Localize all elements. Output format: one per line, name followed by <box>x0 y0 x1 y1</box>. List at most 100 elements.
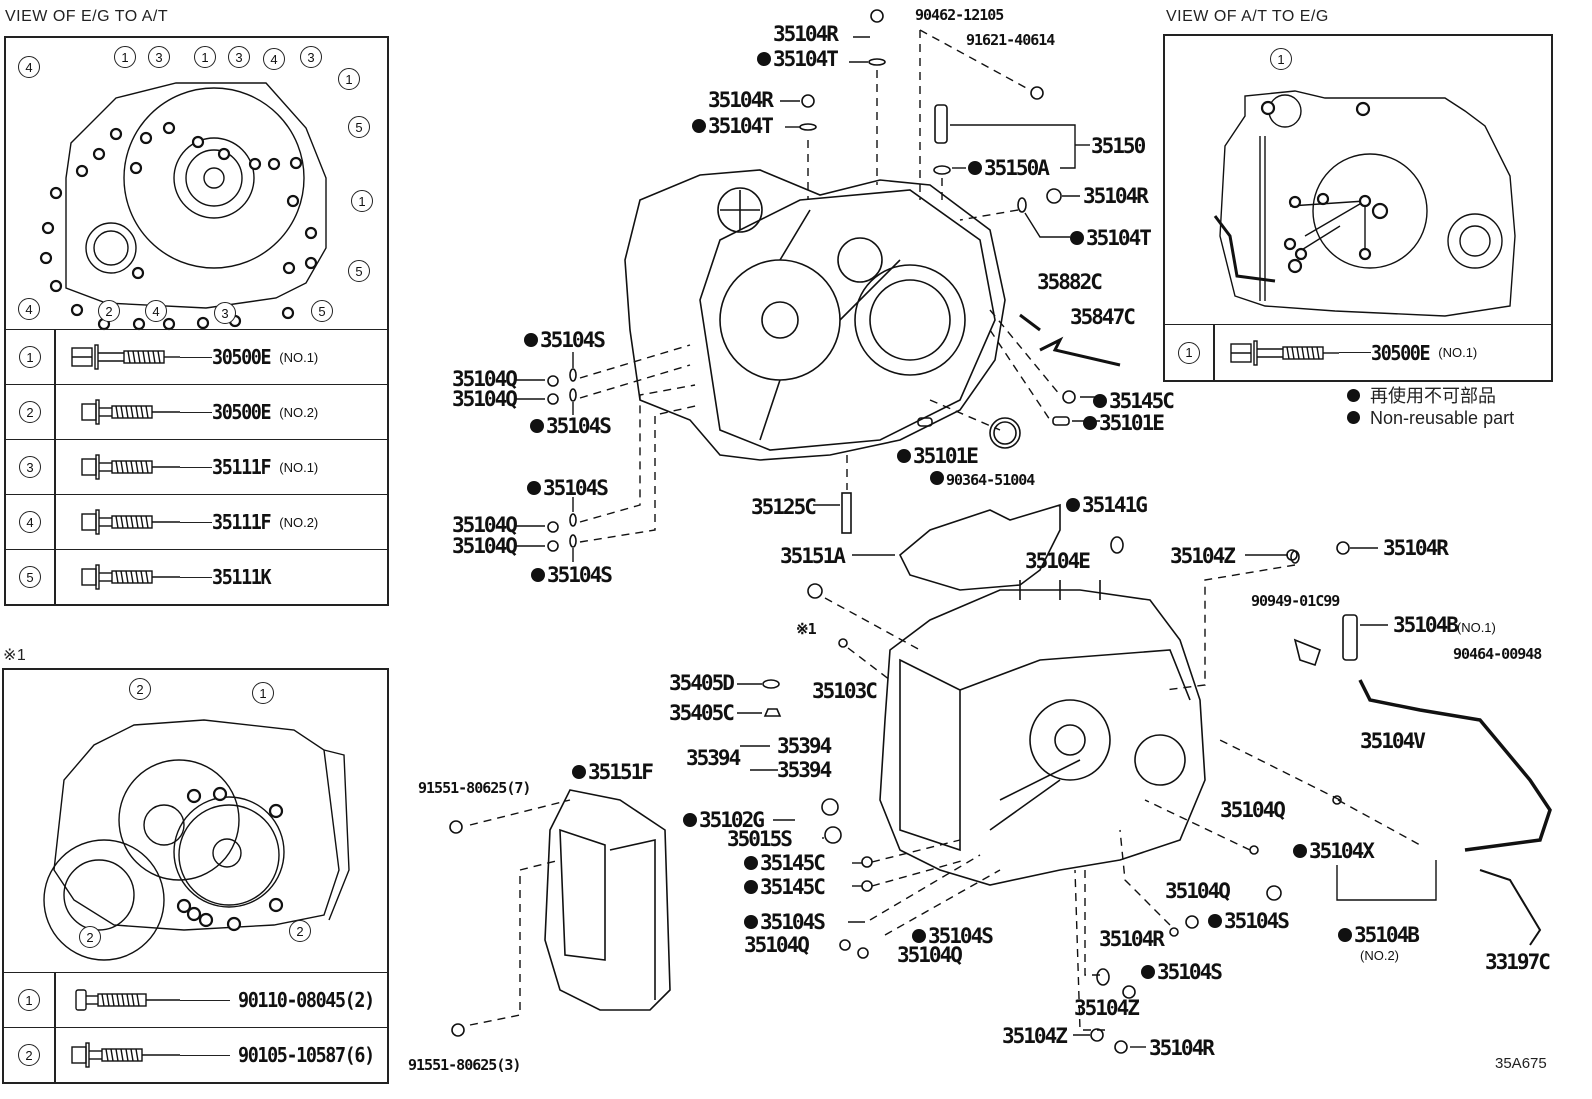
part-number: ※1 <box>796 620 817 638</box>
part-label[interactable]: 35104S <box>1141 962 1223 983</box>
part-number: 35104R <box>1099 927 1165 951</box>
callout-1: 1 <box>338 68 360 90</box>
callout-5: 5 <box>311 300 333 322</box>
part-label[interactable]: 35104T <box>757 47 839 71</box>
part-label[interactable]: 35104S <box>524 330 606 351</box>
callout-4: 4 <box>18 298 40 320</box>
part-number: 35103C <box>812 679 878 703</box>
non-reusable-dot-icon <box>744 880 758 894</box>
callout-3: 3 <box>214 302 236 324</box>
non-reusable-dot-icon <box>897 449 911 463</box>
callout-1: 1 <box>1270 48 1292 70</box>
eg-to-at-view-panel: 4 1 3 1 3 4 3 1 5 1 5 4 2 4 3 5 1 30500E… <box>4 36 389 606</box>
part-number: 35394 <box>777 734 832 758</box>
part-label[interactable]: 35104S <box>531 565 613 586</box>
part-label[interactable]: 35104R <box>1083 186 1149 207</box>
part-label[interactable]: 35104Z <box>1074 998 1140 1019</box>
part-label[interactable]: 35104R <box>1149 1038 1215 1059</box>
part-label[interactable]: 35101E <box>897 446 979 467</box>
part-number: 35151A <box>780 544 846 568</box>
part-number: 35145C <box>760 851 826 875</box>
part-number: 35125C <box>751 495 817 519</box>
part-label[interactable]: 35145C <box>744 877 826 898</box>
part-number: 35847C <box>1070 305 1136 329</box>
part-label[interactable]: 35125C <box>751 495 817 519</box>
part-label[interactable]: 91621-40614 <box>966 33 1055 48</box>
non-reusable-dot-icon <box>1141 965 1155 979</box>
part-label[interactable]: 35104B(NO.2) <box>1338 925 1420 962</box>
part-note: (NO.1) <box>1456 620 1496 635</box>
part-label[interactable]: 35145C <box>744 851 826 875</box>
part-label[interactable]: 35150 <box>1091 134 1146 158</box>
bolt-icon <box>1230 339 1339 366</box>
part-label[interactable]: 35150A <box>968 158 1050 179</box>
part-label[interactable]: 35104S <box>530 416 612 437</box>
part-label[interactable]: 35104Q <box>452 369 518 390</box>
transaxle-housing-illustration <box>624 169 1006 461</box>
part-label[interactable]: 35394 <box>777 734 832 758</box>
bolt-number: 4 <box>19 511 41 533</box>
at-to-eg-view-panel: 1 1 30500E(NO.1) <box>1163 34 1553 382</box>
part-label[interactable]: 35104R <box>708 90 774 111</box>
callout-1: 1 <box>114 46 136 68</box>
part-label[interactable]: 90464-00948 <box>1453 647 1542 662</box>
bolt-row-1: 1 30500E(NO.1) <box>1165 324 1551 380</box>
part-label[interactable]: 90949-01C99 <box>1251 594 1340 609</box>
part-label[interactable]: 35104E <box>1025 551 1091 572</box>
part-label[interactable]: 35394 <box>686 748 741 769</box>
part-label[interactable]: 35104S <box>912 926 994 947</box>
part-label[interactable]: 35104B(NO.1) <box>1393 615 1496 636</box>
bolt-row-4: 4 35111F(NO.2) <box>6 494 387 549</box>
part-label[interactable]: 90462-12105 <box>915 8 1004 23</box>
bolt-number: 1 <box>1178 341 1200 364</box>
part-label[interactable]: 35015S <box>727 827 793 851</box>
part-label[interactable]: 35104Q <box>1220 800 1286 821</box>
part-number: 91551-80625(7) <box>418 779 531 797</box>
part-label[interactable]: 35104R <box>1099 927 1165 951</box>
part-label[interactable]: 35104R <box>1383 538 1449 559</box>
non-reusable-dot-icon <box>757 52 771 66</box>
part-label[interactable]: 35882C <box>1037 272 1103 293</box>
part-label[interactable]: 35104Q <box>452 515 518 536</box>
bolt-part-number: 30500E <box>1371 340 1431 365</box>
part-label[interactable]: 35847C <box>1070 305 1136 329</box>
part-label[interactable]: 35104Q <box>452 389 518 410</box>
part-label[interactable]: 35104R <box>773 24 839 45</box>
part-label[interactable]: 35104V <box>1360 731 1426 752</box>
part-label[interactable]: 90364-51004 <box>930 471 1035 488</box>
part-label[interactable]: 35151F <box>572 762 654 783</box>
part-label[interactable]: 35104Z <box>1170 546 1236 567</box>
part-label[interactable]: 35104Q <box>1165 881 1231 902</box>
non-reusable-dot-icon <box>683 813 697 827</box>
part-label[interactable]: 35405D <box>669 673 735 694</box>
part-number: 35104T <box>773 47 839 71</box>
part-label[interactable]: 35103C <box>812 679 878 703</box>
part-label[interactable]: 35104X <box>1293 841 1375 862</box>
bolt-row-3: 3 35111F(NO.1) <box>6 439 387 494</box>
eg-to-at-bolt-table: 1 30500E(NO.1) 2 30500E(NO.2) 3 35111F(N… <box>6 329 387 604</box>
part-number: 35015S <box>727 827 793 851</box>
part-label[interactable]: 35101E <box>1083 413 1165 434</box>
part-label[interactable]: 35405C <box>669 703 735 724</box>
bolt-number: 3 <box>19 456 41 478</box>
part-label[interactable]: 35151A <box>780 544 846 568</box>
part-label[interactable]: 35394 <box>777 760 832 781</box>
part-label[interactable]: 35104T <box>692 116 774 137</box>
part-label[interactable]: 35145C <box>1093 391 1175 412</box>
part-label[interactable]: 91551-80625(3) <box>408 1058 521 1073</box>
part-label[interactable]: 33197C <box>1485 952 1551 973</box>
bolt-part-note: (NO.1) <box>279 349 319 365</box>
part-label[interactable]: 35104S <box>1208 911 1290 932</box>
part-label[interactable]: 35104T <box>1070 228 1152 249</box>
part-label[interactable]: 35104Q <box>744 935 810 956</box>
part-label[interactable]: 35141G <box>1066 495 1148 516</box>
part-label[interactable]: 35104Q <box>452 536 518 557</box>
part-label[interactable]: 35104Z <box>1002 1026 1068 1047</box>
part-label[interactable]: 35104Q <box>897 945 963 966</box>
part-label[interactable]: ※1 <box>796 620 817 638</box>
part-label[interactable]: 35104S <box>527 478 609 499</box>
part-number: 35150 <box>1091 134 1146 158</box>
part-label[interactable]: 91551-80625(7) <box>418 779 531 797</box>
part-label[interactable]: 35102G <box>683 810 765 831</box>
part-label[interactable]: 35104S <box>744 912 826 933</box>
